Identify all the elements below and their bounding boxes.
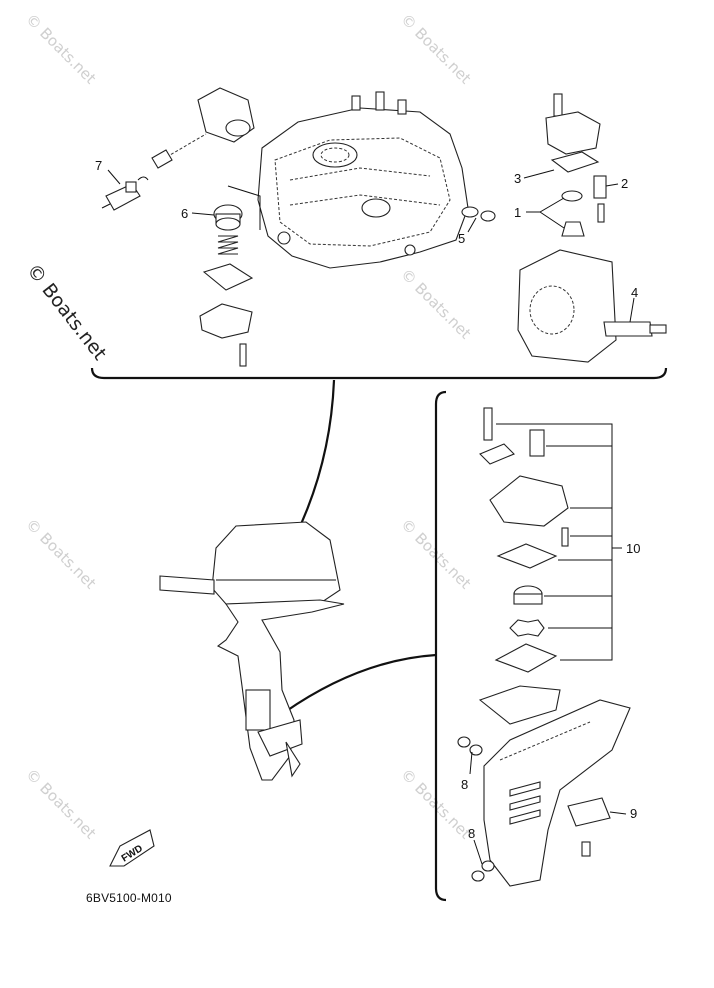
callout-10: 10 <box>626 541 640 556</box>
callout-6: 6 <box>181 206 188 221</box>
watermark-prominent: © Boats.net <box>22 260 111 365</box>
callout-8-lower: 8 <box>468 826 475 841</box>
callout-9: 9 <box>630 806 637 821</box>
callout-3: 3 <box>514 171 521 186</box>
watermark-text: © Boats.net <box>397 265 475 343</box>
thermostat-stack <box>545 93 607 237</box>
diagram-code: 6BV5100-M010 <box>86 891 172 905</box>
callout-8-upper: 8 <box>461 777 468 792</box>
water-pump-stack <box>479 407 569 673</box>
engine-block <box>257 91 469 269</box>
top-frame <box>90 367 668 380</box>
watermark-text: © Boats.net <box>22 765 100 843</box>
part-5-washer <box>461 206 496 222</box>
pointer-to-right <box>284 653 437 713</box>
fwd-arrow: FWD <box>109 829 155 867</box>
right-frame <box>434 390 447 902</box>
callout-5: 5 <box>458 231 465 246</box>
watermark-text: © Boats.net <box>22 515 100 593</box>
callout-1: 1 <box>514 205 521 220</box>
cylinder-head <box>517 249 667 363</box>
part-6-stack <box>199 204 254 367</box>
lower-unit <box>457 685 631 887</box>
callout-7: 7 <box>95 158 102 173</box>
fuel-pump <box>151 87 255 169</box>
callout-4: 4 <box>631 285 638 300</box>
part-7-fitting <box>101 176 149 211</box>
watermark-text: © Boats.net <box>22 10 100 88</box>
callout-2: 2 <box>621 176 628 191</box>
callouts: 7 6 5 3 2 1 4 10 8 8 9 <box>95 158 640 841</box>
outboard-motor <box>159 521 345 781</box>
leader-lines <box>107 169 635 865</box>
watermark-text: © Boats.net <box>397 10 475 88</box>
